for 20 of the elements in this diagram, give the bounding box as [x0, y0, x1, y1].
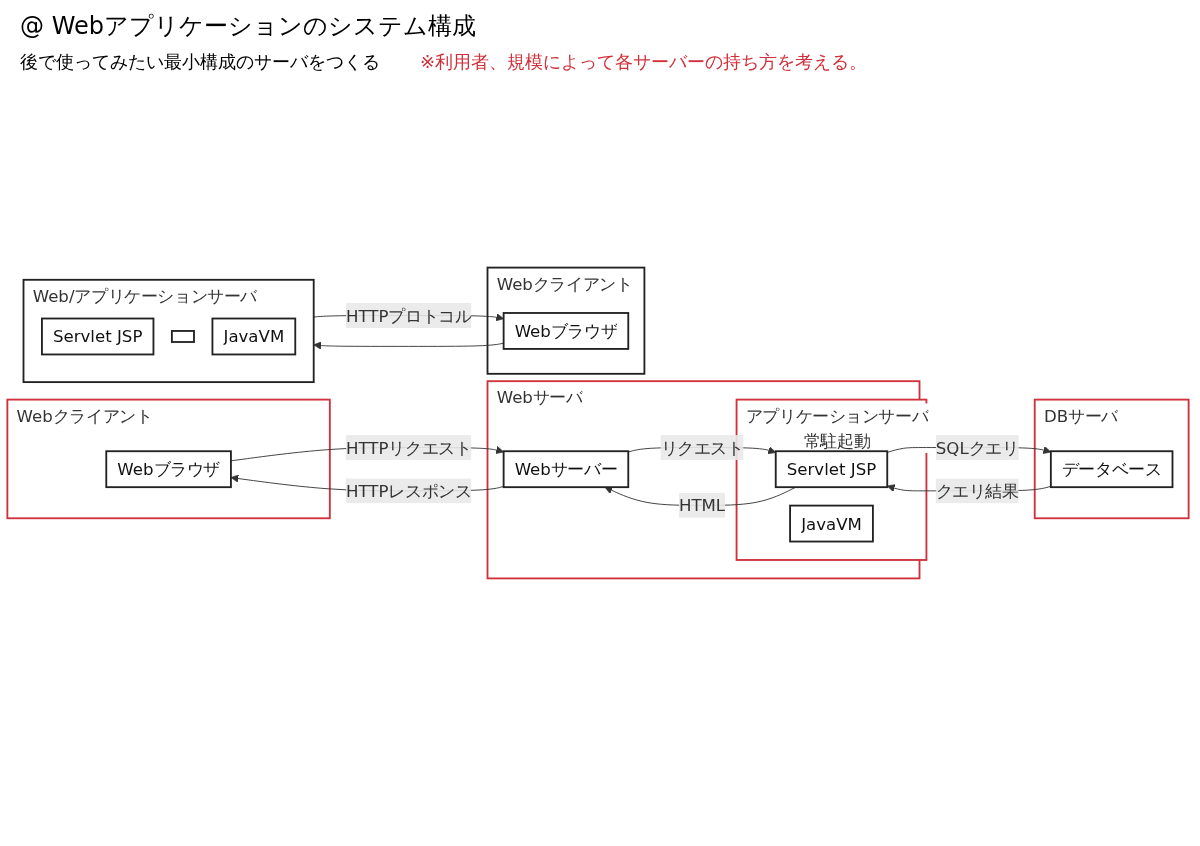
node-box: Servlet JSP: [41, 317, 155, 356]
node-box: [170, 330, 195, 343]
edge-label: HTTPリクエスト: [345, 437, 472, 458]
edge-label: SQLクエリ: [935, 437, 1019, 458]
node-box: JavaVM: [789, 504, 874, 543]
node-box: Webサーバー: [502, 450, 630, 489]
edge-label: クエリ結果: [935, 481, 1019, 501]
node-box: Webブラウザ: [502, 312, 630, 350]
node-box: データベース: [1049, 450, 1174, 489]
edge-label: HTML: [678, 495, 726, 516]
node-label: 常駐起動: [803, 430, 871, 451]
note: ※利用者、規模によって各サーバーの持ち方を考える。: [420, 50, 868, 74]
title: @ Webアプリケーションのシステム構成: [20, 11, 477, 42]
edge-label: リクエスト: [660, 437, 744, 458]
node-box: Webブラウザ: [105, 450, 232, 489]
edge-label: HTTPレスポンス: [345, 481, 472, 501]
node-box: Servlet JSP: [774, 450, 889, 489]
edge-label: HTTPプロトコル: [345, 305, 472, 326]
node-box: JavaVM: [211, 317, 297, 356]
heading-note: 後で使ってみたい最小構成のサーバをつくる: [20, 50, 380, 74]
